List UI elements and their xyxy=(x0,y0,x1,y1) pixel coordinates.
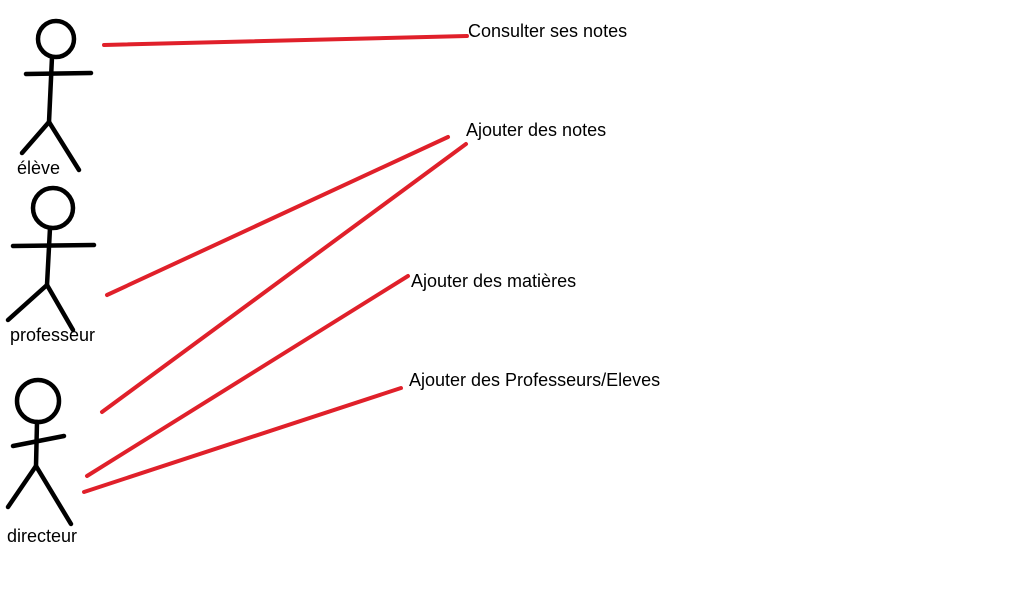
actor-directeur-left-leg xyxy=(5,463,39,510)
association-directeur-ajouter-profs-eleves xyxy=(82,386,403,494)
actor-label-professeur: professeur xyxy=(10,325,96,345)
actor-directeur-body xyxy=(33,419,40,469)
actor-eleve-right-leg xyxy=(46,119,82,173)
actor-eleve-arms xyxy=(23,70,94,77)
use-case-ajouter-des-matieres: Ajouter des matières xyxy=(411,271,577,291)
association-directeur-ajouter-notes xyxy=(100,142,468,414)
actor-professeur-arms xyxy=(10,242,97,249)
actor-directeur-arms xyxy=(10,433,67,449)
use-case-ajouter-des-notes: Ajouter des notes xyxy=(466,120,607,140)
actor-eleve-body xyxy=(46,54,55,125)
actor-professeur-figure xyxy=(5,185,97,333)
actor-professeur-left-leg xyxy=(5,282,50,323)
actor-directeur-figure xyxy=(5,377,74,527)
association-eleve-consulter xyxy=(102,34,469,47)
actor-directeur-right-leg xyxy=(33,463,74,527)
actor-professeur-body xyxy=(44,225,53,288)
association-directeur-ajouter-matieres xyxy=(85,274,410,478)
actor-label-directeur: directeur xyxy=(7,526,78,546)
actor-label-eleve: élève xyxy=(17,158,61,178)
actor-directeur-head xyxy=(14,377,62,425)
use-case-ajouter-des-professeurs-eleves: Ajouter des Professeurs/Eleves xyxy=(409,370,661,390)
association-professeur-ajouter-notes xyxy=(105,135,450,297)
actor-professeur-head xyxy=(30,185,76,231)
actor-professeur-right-leg xyxy=(44,282,76,333)
actor-eleve-left-leg xyxy=(19,119,52,156)
actor-eleve-head xyxy=(35,18,77,60)
actor-eleve-figure xyxy=(19,18,94,173)
use-case-consulter-ses-notes: Consulter ses notes xyxy=(468,21,628,41)
